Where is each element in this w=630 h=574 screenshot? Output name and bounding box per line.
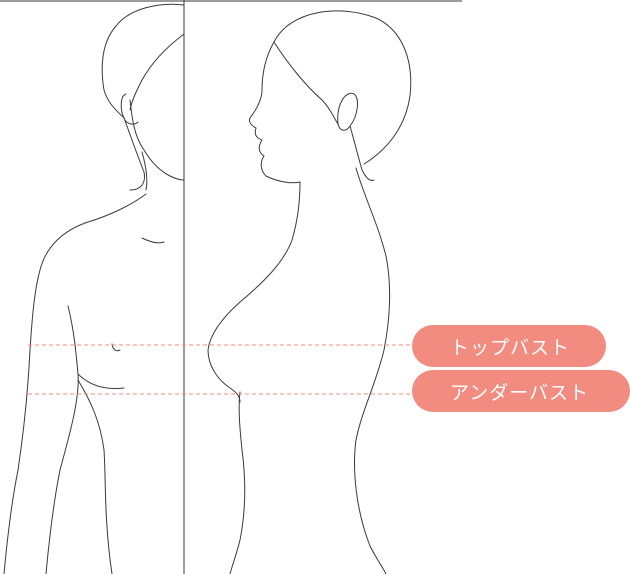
top-bust-label: トップバスト	[412, 325, 606, 367]
front-collarbone	[141, 237, 165, 244]
side-ear-outline	[337, 92, 358, 131]
side-view-figure	[207, 10, 412, 574]
front-inner-arm	[45, 305, 79, 574]
side-face-profile	[249, 41, 301, 184]
front-shoulder-outline	[3, 193, 147, 574]
front-view-figure	[3, 3, 185, 574]
front-hair-sweep	[129, 33, 185, 111]
front-torso-side	[77, 379, 113, 574]
side-hair-nape	[349, 125, 375, 181]
side-front-outline	[207, 181, 301, 403]
side-belly-outline	[229, 391, 246, 574]
side-head-outline	[273, 10, 412, 165]
side-back-outline	[354, 167, 391, 574]
front-neck-outline	[141, 151, 148, 191]
front-hair-outline	[101, 3, 185, 119]
side-hair-part	[273, 41, 339, 125]
front-face-contour	[129, 99, 185, 181]
front-breast-outline	[77, 373, 125, 389]
front-ear-outline	[120, 93, 139, 125]
under-bust-label: アンダーバスト	[412, 370, 630, 412]
front-hair-back	[123, 117, 145, 191]
